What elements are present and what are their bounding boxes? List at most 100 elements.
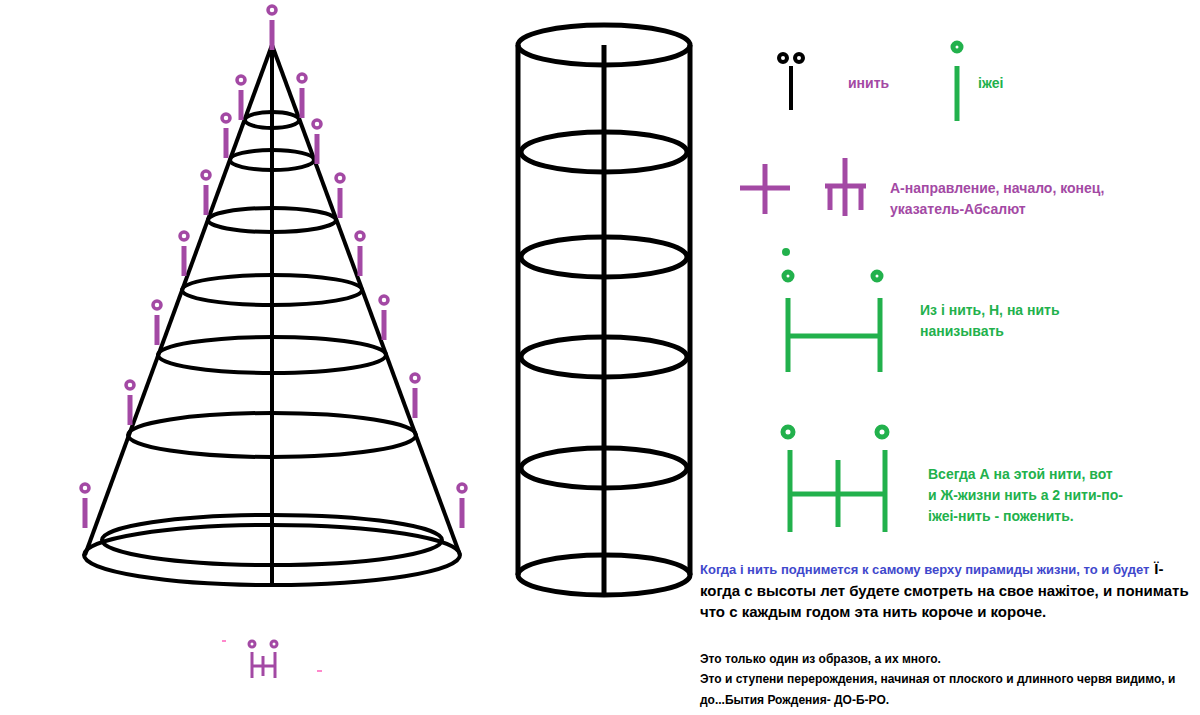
h-symbol (784, 251, 881, 373)
text-label: Когда і нить поднимется к самому верху п… (700, 562, 1149, 577)
inyt-symbol-part (795, 54, 803, 62)
i-symbol (336, 174, 344, 218)
text-label: Из і нить, Н, на нить нанизывать (920, 302, 1060, 339)
i-symbol (180, 232, 188, 276)
i-symbol-part (126, 381, 134, 389)
i-symbol-part (237, 76, 245, 84)
life-cone (84, 45, 460, 585)
a-symbol (740, 158, 866, 216)
ih-symbol-part (249, 641, 255, 647)
i-symbol-part (155, 315, 160, 345)
i-symbol-part (413, 388, 418, 418)
life-cone-part (158, 337, 386, 373)
zh-symbol-part (790, 492, 885, 497)
i-symbol (356, 232, 364, 276)
note: Это и ступени перерождения, начиная от п… (700, 668, 1195, 710)
a-symbol-part (859, 186, 864, 210)
cylinder-part (521, 448, 687, 488)
zh-symbol-part (788, 450, 793, 532)
i-symbol (380, 296, 388, 340)
i-symbol-part (336, 174, 344, 182)
symbol-note: А-направление, начало, конец, указатель-… (890, 178, 1130, 220)
cylinder-part (518, 555, 690, 595)
a-symbol-part (843, 158, 848, 216)
i-symbol-part (382, 310, 387, 340)
i-symbol-part (239, 90, 244, 120)
text-label: іжеі (978, 75, 1003, 91)
i-symbol (81, 6, 466, 528)
i-symbol (126, 381, 134, 425)
i-symbol-part (380, 296, 388, 304)
i-symbol-part (81, 484, 89, 492)
i-symbol (153, 301, 161, 345)
cylinder-part (521, 132, 687, 172)
i-symbol-part (224, 128, 229, 158)
i-symbol-part (268, 6, 276, 14)
text-label: Всегда А на этой нити, вот и Ж-жизни нит… (928, 466, 1123, 524)
inyt-symbol-part (779, 54, 787, 62)
i-symbol (222, 114, 230, 158)
i-symbol-part (180, 232, 188, 240)
i-symbol-part (153, 301, 161, 309)
ih-symbol-part (252, 665, 275, 668)
i-symbol-part (313, 120, 321, 128)
life-cone-part (245, 112, 299, 128)
a-symbol-part (763, 164, 768, 214)
h-symbol-part (873, 272, 881, 280)
i-symbol-part (356, 232, 364, 240)
i-symbol-part (315, 134, 320, 164)
text-label: Это и ступени перерождения, начиная от п… (700, 672, 1175, 707)
i-symbol (237, 76, 245, 120)
zh-symbol (783, 427, 887, 532)
mark (222, 641, 322, 671)
h-symbol-part (788, 334, 880, 339)
text-label: инить (848, 75, 889, 91)
i-symbol (268, 6, 276, 50)
i-symbol (313, 120, 321, 164)
cylinder-part (521, 237, 687, 277)
i-symbol (202, 171, 210, 215)
symbol-label: іжеі (978, 73, 1038, 94)
cylinder (518, 25, 690, 595)
symbol-label: инить (848, 73, 928, 94)
i-symbol-part (460, 498, 465, 528)
zh-symbol-part (783, 427, 793, 437)
inyt-symbol (779, 54, 803, 110)
izhei-symbol-part (953, 43, 961, 51)
izhei-symbol-part (955, 66, 960, 121)
i-symbol (411, 374, 419, 418)
i-symbol-part (358, 246, 363, 276)
life-cone-part (208, 208, 336, 232)
text-label: Это только один из образов, а их много. (700, 652, 941, 666)
i-symbol-part (338, 188, 343, 218)
i-symbol-part (270, 20, 275, 50)
zh-symbol-part (883, 450, 888, 532)
ih-symbol (249, 641, 277, 678)
a-symbol-part (828, 186, 833, 210)
note: Это только один из образов, а их много. (700, 648, 1195, 669)
life-cone-part (230, 150, 314, 170)
izhei-symbol (953, 43, 961, 121)
i-symbol-part (222, 114, 230, 122)
inyt-symbol-part (789, 66, 793, 110)
i-symbol-part (204, 185, 209, 215)
h-symbol-part (784, 272, 792, 280)
zh-symbol-part (877, 427, 887, 437)
life-cone-part (128, 413, 416, 457)
i-symbol (298, 74, 306, 118)
i-symbol-part (298, 74, 306, 82)
h-symbol-part (785, 251, 788, 254)
mark-part (222, 640, 226, 642)
i-symbol (458, 484, 466, 528)
i-symbol-part (202, 171, 210, 179)
mark-part (317, 670, 322, 672)
life-cone-part (102, 515, 442, 565)
life-cone-part (84, 525, 460, 585)
text-label: А-направление, начало, конец, указатель-… (890, 180, 1104, 217)
i-symbol-part (128, 395, 133, 425)
cylinder-part (521, 337, 687, 377)
i-symbol-part (300, 88, 305, 118)
cylinder-part (518, 25, 690, 65)
symbol-note: Из і нить, Н, на нить нанизывать (920, 300, 1110, 342)
